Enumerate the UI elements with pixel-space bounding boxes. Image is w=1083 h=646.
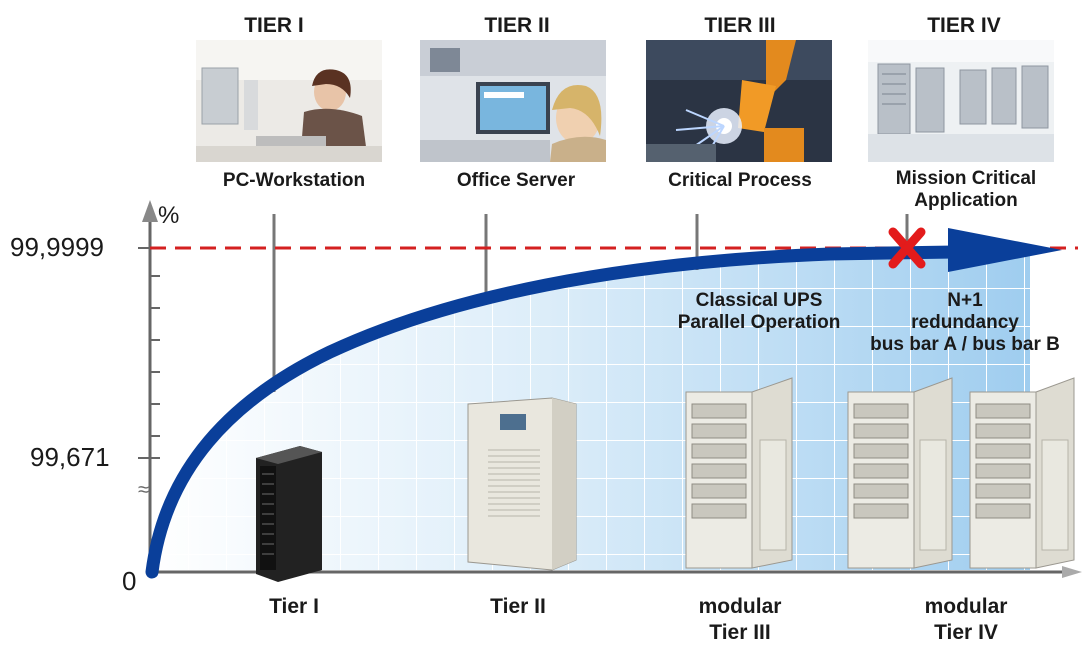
parallel-operation-note: Classical UPS Parallel Operation xyxy=(666,290,852,334)
tier4-title: TIER IV xyxy=(927,14,1001,37)
cross-icon xyxy=(888,227,926,269)
curve-arrowhead xyxy=(948,228,1062,272)
redundancy-note-line1: N+1 xyxy=(947,290,983,311)
tier4-caption-line2: Application xyxy=(914,190,1018,211)
tier4-caption: Mission Critical Application xyxy=(856,168,1076,212)
bottom-label-tier4: modular Tier IV xyxy=(866,594,1066,646)
tier3-caption: Critical Process xyxy=(668,170,812,191)
x-axis-arrow xyxy=(1062,566,1082,578)
data-center-photo xyxy=(868,40,1054,162)
redundancy-note: N+1 redundancy bus bar A / bus bar B xyxy=(850,290,1080,356)
bottom-label-tier2: Tier II xyxy=(490,595,546,618)
tier2-caption: Office Server xyxy=(456,170,576,191)
redundancy-note-line3: bus bar A / bus bar B xyxy=(870,334,1060,355)
tier4-modular-cabinet-b-illustration xyxy=(969,377,1075,569)
tier2-cabinet-illustration xyxy=(467,397,577,571)
tier1-caption: PC-Workstation xyxy=(222,170,366,191)
tier4-caption-line1: Mission Critical xyxy=(895,168,1037,189)
tier1-title: TIER I xyxy=(244,14,304,37)
redundancy-note-line2: redundancy xyxy=(911,312,1019,333)
y-axis-unit: % xyxy=(158,202,180,229)
axis-break-mark: ≈ xyxy=(138,479,149,501)
y-axis-label-zero: 0 xyxy=(122,566,137,596)
office-screen-photo xyxy=(420,40,606,162)
tier3-modular-cabinet-illustration xyxy=(685,377,793,569)
parallel-note-line1: Classical UPS xyxy=(695,290,823,311)
y-axis-arrow xyxy=(142,200,158,222)
bottom-label-tier4-line2: Tier IV xyxy=(934,621,998,644)
parallel-note-line2: Parallel Operation xyxy=(677,312,841,333)
bottom-label-tier3: modular Tier III xyxy=(640,594,840,646)
bottom-label-tier3-line2: Tier III xyxy=(709,621,771,644)
availability-curve xyxy=(145,245,962,579)
bottom-label-tier3-line1: modular xyxy=(698,595,782,618)
tier4-modular-cabinet-a-illustration xyxy=(847,377,953,569)
bottom-label-tier4-line1: modular xyxy=(924,595,1008,618)
welding-robot-photo xyxy=(646,40,832,162)
y-axis-label-top: 99,9999 xyxy=(10,232,104,262)
tier3-title: TIER III xyxy=(704,14,776,37)
bottom-label-tier1: Tier I xyxy=(269,595,319,618)
y-axis-label-mid: 99,671 xyxy=(30,442,110,472)
tier2-title: TIER II xyxy=(484,14,550,37)
y-axis-ticks xyxy=(138,247,160,459)
office-worker-photo xyxy=(196,40,382,162)
tier1-tower-ups-illustration xyxy=(256,446,322,582)
